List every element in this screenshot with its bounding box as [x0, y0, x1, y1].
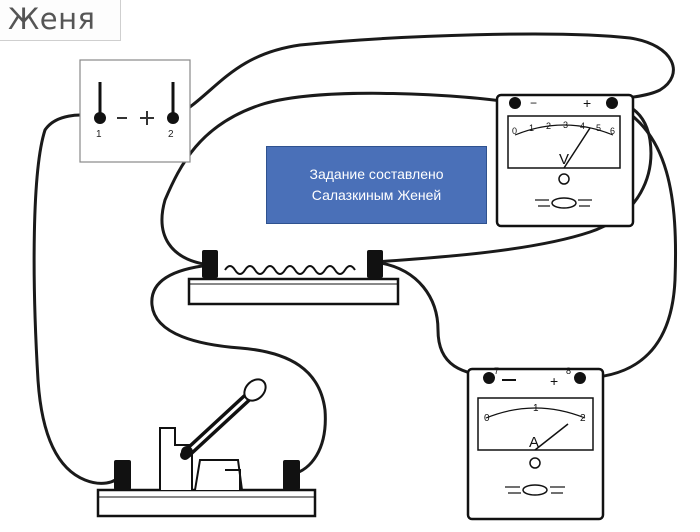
battery-terminal-1-label: 1	[96, 129, 102, 140]
name-label: Женя	[8, 2, 96, 36]
wire-battery-to-switch	[32, 113, 124, 485]
ammeter-terminal-7-label: 7	[494, 366, 499, 376]
voltmeter-unit: V	[559, 151, 569, 168]
voltmeter: V 0 1 2 3 4 5 6 − +	[495, 93, 635, 228]
task-author-note: Задание составлено Салазкиным Женей	[266, 146, 487, 224]
wire-ammeter-to-voltmeter	[578, 101, 678, 380]
voltmeter-minus-sign: −	[530, 96, 537, 110]
rheostat-coil	[224, 265, 356, 275]
name-label-box: Женя	[0, 0, 121, 41]
voltmeter-terminal-minus-icon	[509, 97, 521, 109]
voltmeter-adjust-screw-icon	[551, 197, 577, 209]
wire-voltmeter-to-rheostat	[160, 91, 517, 267]
ammeter: A 0 1 2 7 8 +	[466, 366, 605, 521]
rheostat	[187, 250, 400, 306]
ammeter-terminal-plus-icon	[574, 372, 586, 384]
voltmeter-scale-label: 1	[529, 123, 534, 133]
voltmeter-scale: 0 1 2 3 4 5 6	[512, 120, 615, 136]
ammeter-scale-label: 1	[533, 403, 539, 414]
voltmeter-needle	[563, 127, 591, 169]
wire-rheostat-to-switch	[150, 263, 327, 476]
switch-terminal-left-icon	[114, 460, 131, 490]
ammeter-scale: 0 1 2	[484, 403, 586, 424]
ammeter-scale-label: 0	[484, 413, 490, 424]
note-line-1: Задание составлено	[309, 166, 444, 182]
voltmeter-scale-label: 2	[546, 121, 551, 131]
ammeter-plus-sign: +	[550, 373, 558, 389]
rheostat-terminal-right-icon	[367, 250, 383, 278]
voltmeter-symbol-icon	[558, 173, 570, 185]
voltmeter-scale-label: 3	[563, 120, 568, 130]
ammeter-scale-label: 2	[580, 413, 586, 424]
voltmeter-scale-label: 6	[610, 126, 615, 136]
battery-terminal-minus-icon	[94, 112, 106, 124]
voltmeter-plus-sign: +	[583, 95, 591, 111]
ammeter-adjust-screw-icon	[522, 484, 548, 496]
ammeter-symbol-icon	[529, 457, 541, 469]
battery-terminal-plus-icon	[167, 112, 179, 124]
voltmeter-scale-label: 4	[580, 121, 585, 131]
voltmeter-scale-label: 5	[596, 123, 601, 133]
ammeter-terminal-8-label: 8	[566, 366, 571, 376]
switch-terminal-right-icon	[283, 460, 300, 490]
ammeter-unit: A	[529, 434, 539, 451]
battery: 1 2	[79, 59, 191, 163]
ammeter-terminal-minus-icon	[483, 372, 495, 384]
note-line-2: Салазкиным Женей	[311, 187, 442, 203]
voltmeter-terminal-plus-icon	[606, 97, 618, 109]
voltmeter-scale-label: 0	[512, 126, 517, 136]
battery-terminal-2-label: 2	[168, 129, 174, 140]
rheostat-terminal-left-icon	[202, 250, 218, 278]
wires	[32, 32, 678, 485]
switch	[96, 378, 317, 518]
ammeter-needle	[534, 423, 569, 451]
